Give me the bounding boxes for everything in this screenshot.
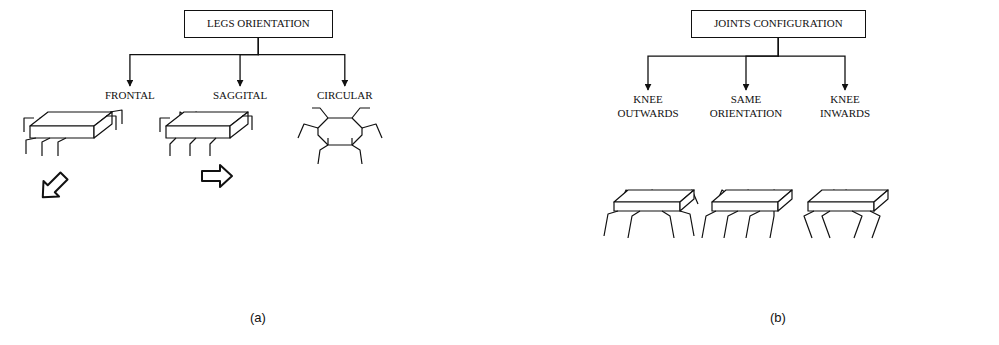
tree-arrow — [130, 38, 258, 86]
option-label: SAME ORIENTATION — [703, 92, 789, 122]
node-text: FRONTAL — [105, 89, 155, 103]
figure-caption-letter: (a) — [250, 310, 266, 325]
tree-arrow — [240, 38, 258, 86]
node-text: KNEE OUTWARDS — [611, 93, 685, 121]
option-label: FRONTAL — [103, 88, 157, 104]
figure-caption-letter: (b) — [770, 310, 786, 325]
node-text: SAME ORIENTATION — [705, 93, 787, 121]
circular-robot — [298, 108, 382, 164]
node-text: LEGS ORIENTATION — [207, 17, 310, 31]
node-text: JOINTS CONFIGURATION — [714, 17, 843, 31]
tree-arrow — [778, 38, 845, 90]
tree-arrow — [648, 38, 778, 90]
tree-arrow — [258, 38, 344, 86]
same-orientation-robot — [702, 190, 792, 238]
knee-outwards-robot — [604, 190, 698, 238]
node-text: CIRCULAR — [317, 89, 373, 103]
option-label: CIRCULAR — [315, 88, 375, 104]
sagittal-robot — [160, 112, 252, 187]
option-label: KNEE OUTWARDS — [609, 92, 687, 122]
option-label: KNEE INWARDS — [813, 92, 877, 122]
tree-arrow — [746, 38, 778, 90]
category-box: JOINTS CONFIGURATION — [691, 10, 866, 38]
node-text: SAGGITAL — [213, 89, 267, 103]
node-text: KNEE INWARDS — [815, 93, 875, 121]
knee-inwards-robot — [804, 190, 888, 238]
option-label: SAGGITAL — [211, 88, 269, 104]
category-box: LEGS ORIENTATION — [184, 10, 333, 38]
frontal-robot — [24, 110, 122, 205]
